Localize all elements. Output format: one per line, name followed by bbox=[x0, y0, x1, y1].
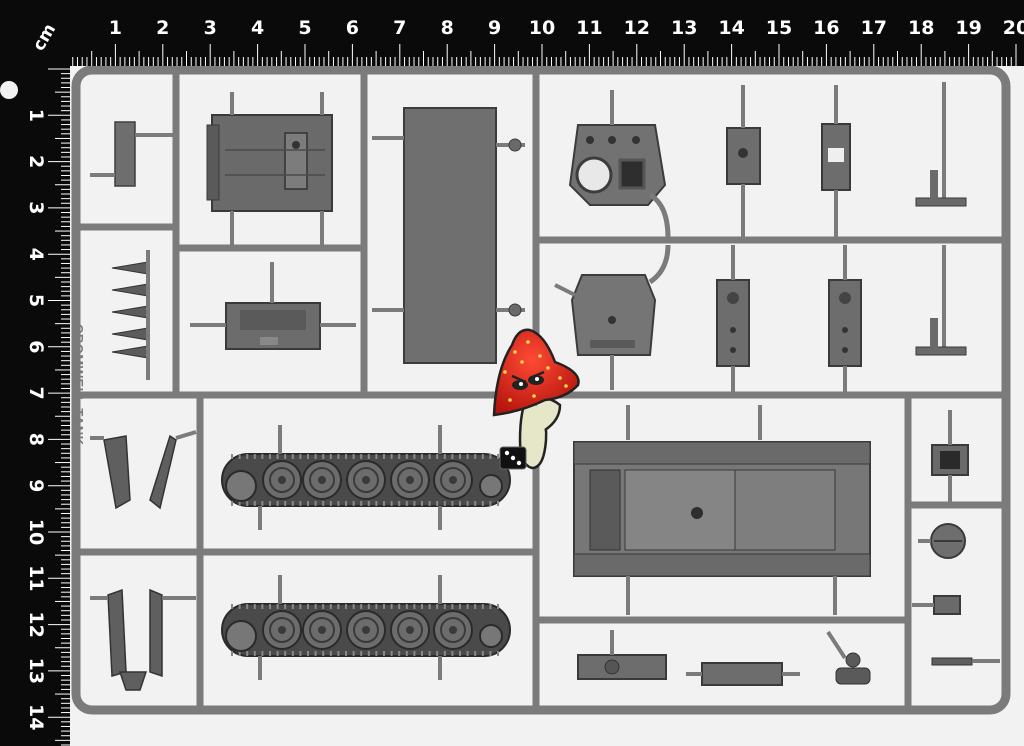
part-side-plate-1 bbox=[716, 245, 750, 392]
ruler-left-label: 7 bbox=[25, 386, 47, 399]
sprue-parts bbox=[90, 82, 1000, 691]
sprocket-wheel bbox=[225, 470, 257, 502]
ruler-left-label: 9 bbox=[25, 479, 47, 492]
part-turret-bottom bbox=[554, 244, 671, 390]
ruler-hole bbox=[0, 81, 18, 99]
sprue-frame bbox=[71, 65, 1011, 715]
part-crew-figure bbox=[826, 630, 871, 685]
part-mudguard-upper bbox=[90, 430, 197, 510]
ruler-top-label: 16 bbox=[813, 17, 839, 39]
idler-wheel bbox=[479, 624, 503, 648]
ruler-top-label: 19 bbox=[955, 17, 981, 39]
dice-icon bbox=[499, 446, 527, 470]
part-spikes bbox=[111, 250, 150, 380]
ruler-top-label: 11 bbox=[576, 17, 602, 39]
ruler-left-label: 10 bbox=[25, 519, 47, 545]
ruler-top-label: 9 bbox=[488, 17, 501, 39]
ruler-top-label: 17 bbox=[861, 17, 887, 39]
ruler-left-label: 14 bbox=[25, 704, 47, 730]
mushroom-character bbox=[492, 328, 580, 470]
part-hatch-open bbox=[821, 85, 851, 238]
ruler-left-label: 5 bbox=[25, 294, 47, 307]
mushroom-spots bbox=[503, 340, 568, 402]
part-engine-deck bbox=[206, 92, 333, 245]
ruler-top-label: 7 bbox=[393, 17, 406, 39]
ruler-top-label: 1 bbox=[109, 17, 122, 39]
ruler-top-label: 8 bbox=[441, 17, 454, 39]
ruler-top-label: 4 bbox=[251, 17, 264, 39]
part-exhaust bbox=[577, 630, 667, 680]
part-small-bracket bbox=[90, 121, 176, 187]
ruler-top-label: 6 bbox=[346, 17, 359, 39]
part-track-upper bbox=[221, 425, 511, 530]
part-track-lower bbox=[221, 575, 511, 680]
part-tow-bar bbox=[686, 662, 800, 686]
sprocket-wheel bbox=[225, 620, 257, 652]
part-periscope bbox=[912, 595, 961, 615]
ruler-top-label: 15 bbox=[766, 17, 792, 39]
ruler-left-label: 2 bbox=[25, 155, 47, 168]
part-hull-plate bbox=[372, 107, 525, 364]
ruler-left-label: 11 bbox=[25, 565, 47, 591]
ruler-top-label: 12 bbox=[624, 17, 650, 39]
ruler-left-label: 4 bbox=[25, 248, 47, 261]
part-hull-bottom bbox=[573, 405, 871, 615]
part-hatch-small bbox=[726, 85, 761, 238]
ruler-top-label: 20 bbox=[1003, 17, 1024, 39]
ruler-top-label: 13 bbox=[671, 17, 697, 39]
part-aerial-top bbox=[915, 82, 967, 207]
ruler-left-label: 8 bbox=[25, 433, 47, 446]
part-gun-barrel bbox=[931, 657, 1000, 666]
ruler-top-label: 10 bbox=[529, 17, 555, 39]
ruler-left-label: 3 bbox=[25, 201, 47, 214]
sprue-label: CROMWELL TANK bbox=[71, 324, 86, 446]
ruler-left: 12345678910111213145 bbox=[0, 0, 70, 746]
ruler-top-label: 14 bbox=[718, 17, 744, 39]
ruler-left-label: 12 bbox=[25, 611, 47, 637]
ruler-top-label: 3 bbox=[204, 17, 217, 39]
ruler-top-label: 5 bbox=[298, 17, 311, 39]
idler-wheel bbox=[479, 474, 503, 498]
part-aerial-mid bbox=[915, 245, 967, 356]
part-side-plate-2 bbox=[828, 245, 862, 392]
ruler-left-label: 13 bbox=[25, 658, 47, 684]
part-mantlet bbox=[190, 262, 356, 350]
part-turret-top bbox=[568, 90, 671, 239]
ruler-top-label: 18 bbox=[908, 17, 934, 39]
ruler-left-label: 1 bbox=[25, 109, 47, 122]
ruler-left-label: 6 bbox=[25, 340, 47, 353]
part-mudguard-lower bbox=[90, 588, 196, 691]
part-round-hatch bbox=[918, 523, 966, 559]
ruler-top-label: 2 bbox=[156, 17, 169, 39]
part-cupola bbox=[931, 410, 969, 502]
